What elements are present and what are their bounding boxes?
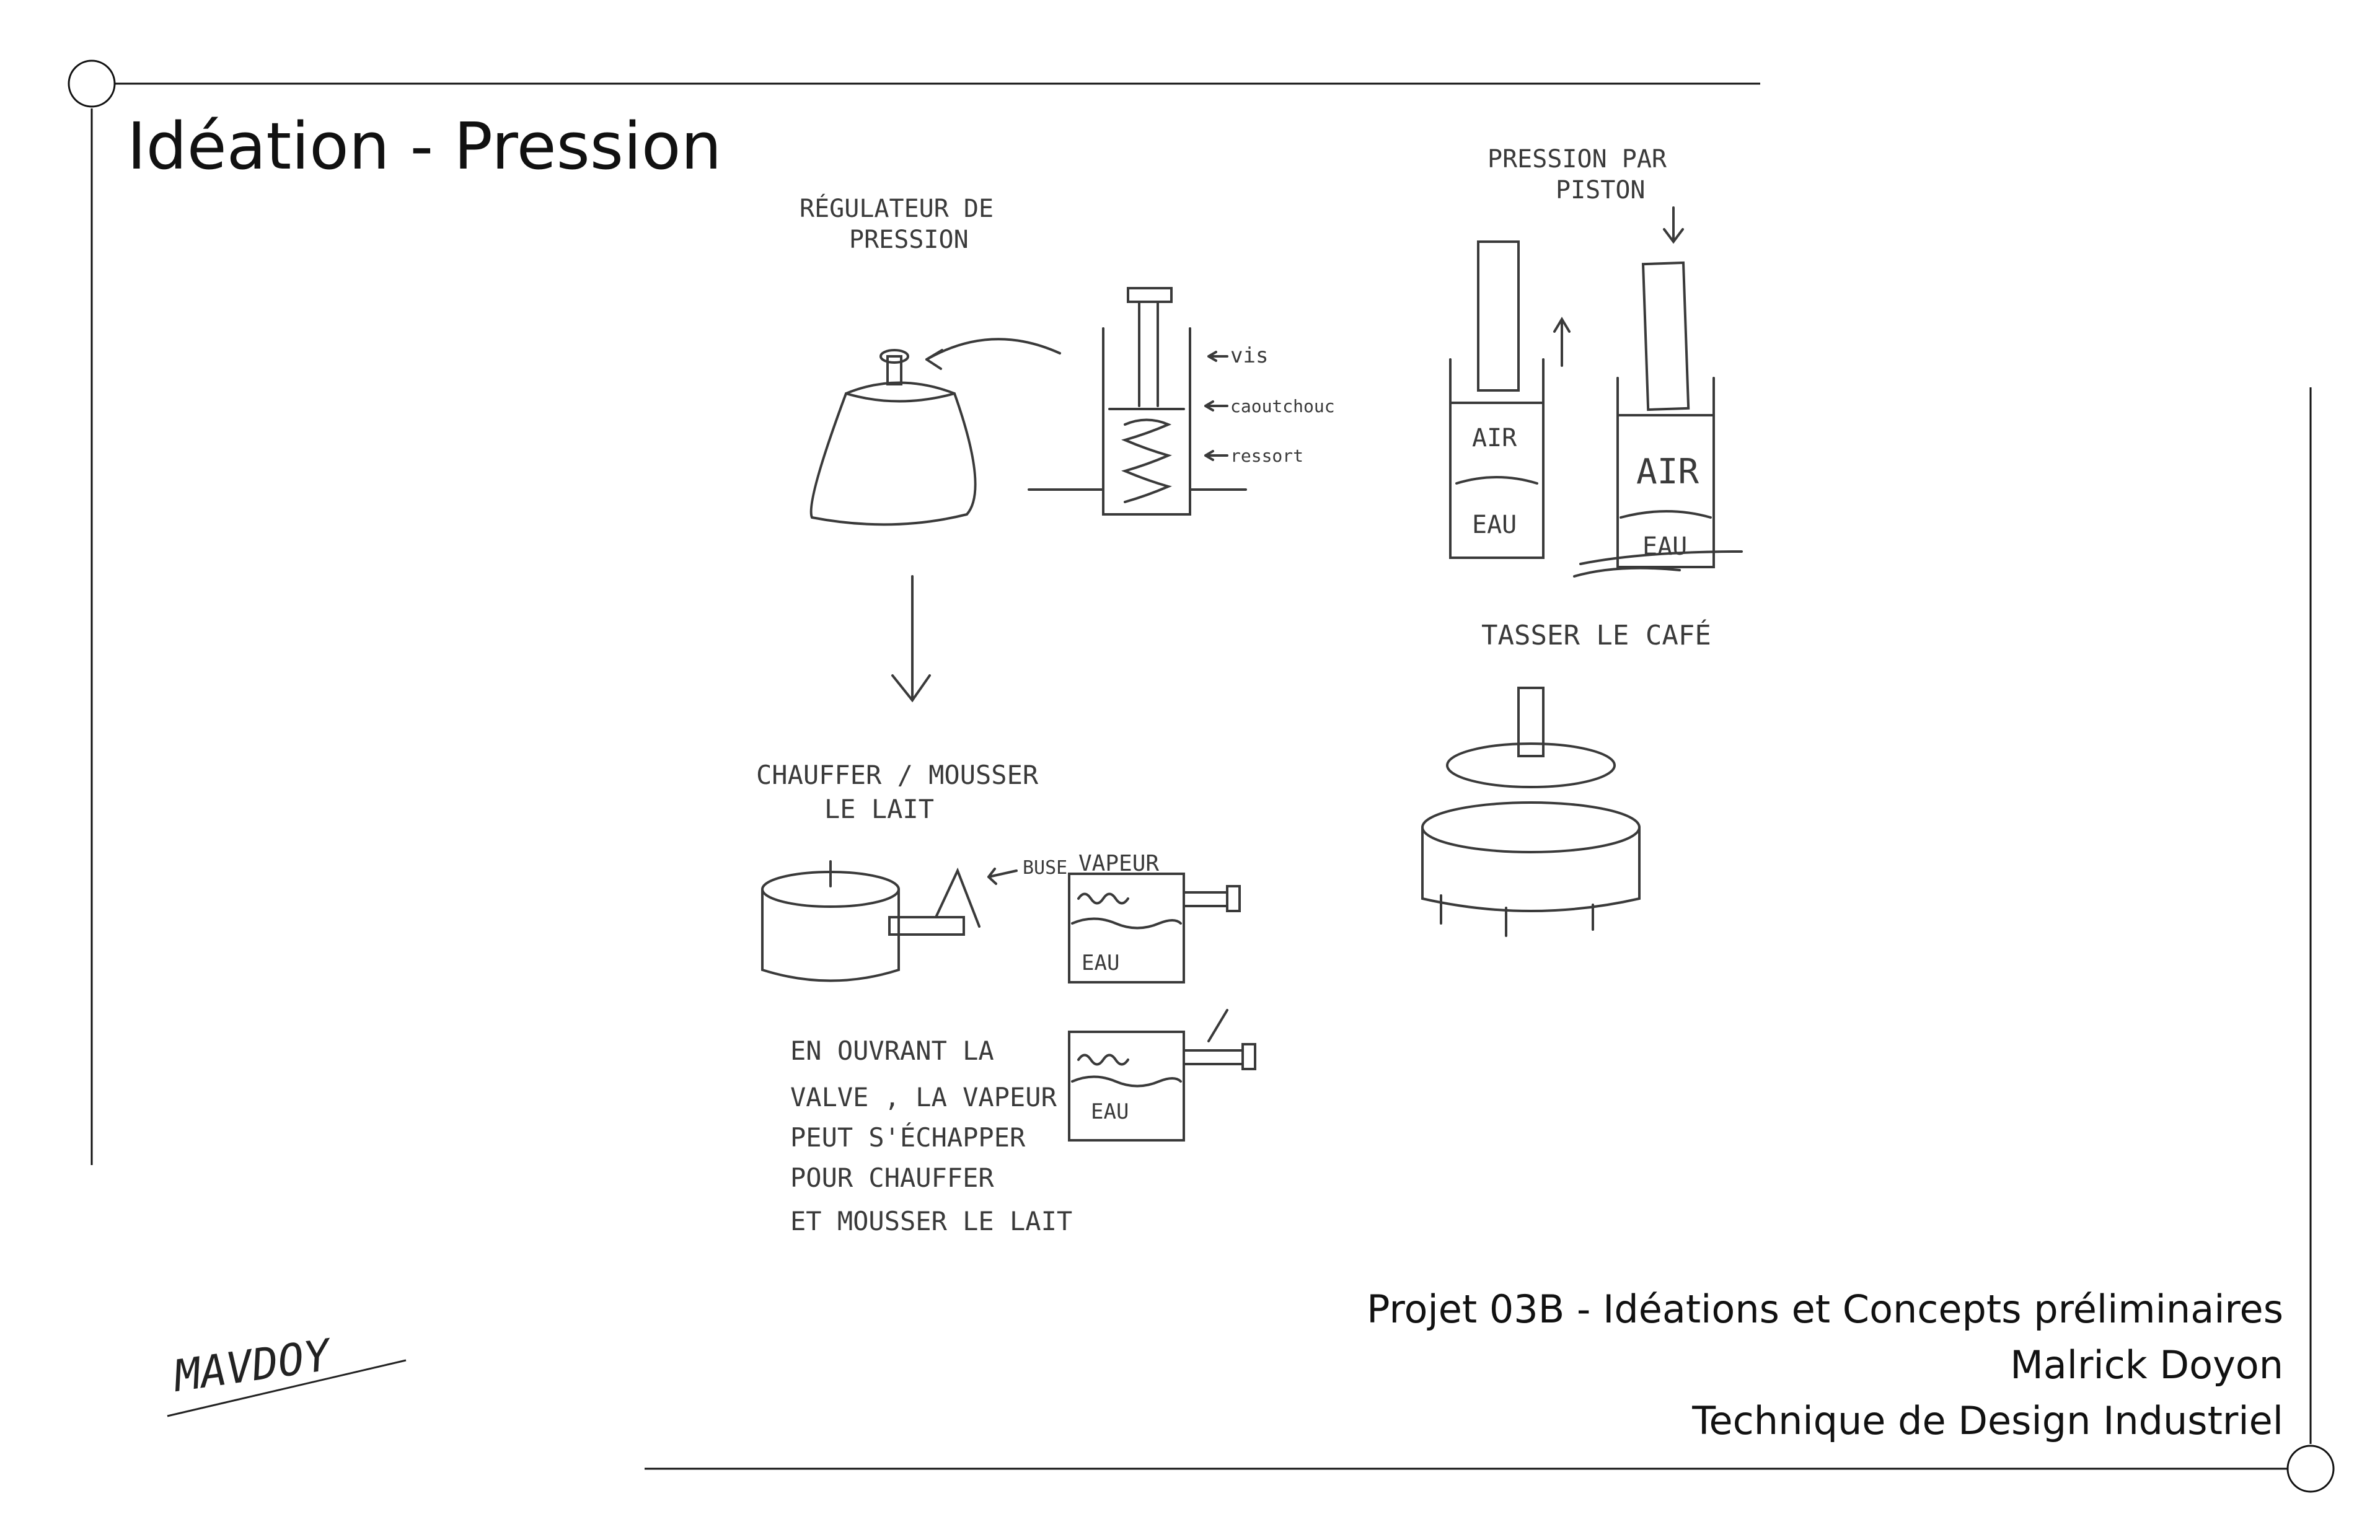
note-line3: PEUT S'ÉCHAPPER (790, 1122, 1026, 1153)
note-line5: ET MOUSSER LE LAIT (790, 1206, 1072, 1236)
label-eau-tank2: EAU (1091, 1099, 1129, 1124)
coffee-tamper-sketch (1421, 687, 1641, 937)
piston-title-line2: PISTON (1556, 176, 1646, 205)
label-vapeur: VAPEUR (1078, 851, 1159, 876)
sketch-labels: RÉGULATEUR DE PRESSION vis caoutchouc re… (756, 145, 1711, 1236)
piston-air-left: AIR (1472, 424, 1517, 452)
note-line2: VALVE , LA VAPEUR (790, 1082, 1057, 1112)
piston-eau-left: EAU (1472, 511, 1517, 539)
svg-text:MAVDOY: MAVDOY (169, 1329, 337, 1402)
piston-pressure-sketch (1449, 206, 1743, 578)
footer-project: Projet 03B - Idéations et Concepts préli… (1367, 1287, 2283, 1332)
signature: MAVDOY (167, 1329, 407, 1417)
footer-author: Malrick Doyon (2010, 1342, 2283, 1388)
label-vis: vis (1230, 343, 1268, 368)
note-line1: EN OUVRANT LA (790, 1036, 994, 1066)
regulator-title-line2: PRESSION (849, 226, 969, 254)
down-arrow-sketch (891, 575, 931, 703)
pressure-regulator-sketch (809, 287, 1247, 526)
label-buse: BUSE (1023, 857, 1067, 879)
milk-title-line2: LE LAIT (824, 794, 934, 824)
sketch-drawing: RÉGULATEUR DE PRESSION vis caoutchouc re… (756, 145, 1743, 1236)
footer-program: Technique de Design Industriel (1692, 1398, 2283, 1443)
label-ressort: ressort (1230, 446, 1303, 466)
regulator-title-line1: RÉGULATEUR DE (800, 193, 994, 223)
note-line4: POUR CHAUFFER (790, 1163, 994, 1193)
piston-air-right: AIR (1636, 452, 1699, 492)
tamp-title: TASSER LE CAFÉ (1481, 618, 1711, 651)
milk-steamer-sketch (761, 860, 1256, 1142)
bottom-right-corner-circle (2286, 1445, 2335, 1493)
label-eau-tank1: EAU (1082, 951, 1119, 975)
piston-eau-right: EAU (1642, 532, 1687, 561)
page-title: Idéation - Pression (127, 108, 722, 184)
footer-credits: Projet 03B - Idéations et Concepts préli… (1230, 1282, 2283, 1449)
label-caoutchouc: caoutchouc (1230, 396, 1335, 416)
top-left-corner-circle (68, 59, 116, 108)
piston-title-line1: PRESSION PAR (1488, 145, 1667, 174)
milk-title-line1: CHAUFFER / MOUSSER (756, 760, 1039, 790)
